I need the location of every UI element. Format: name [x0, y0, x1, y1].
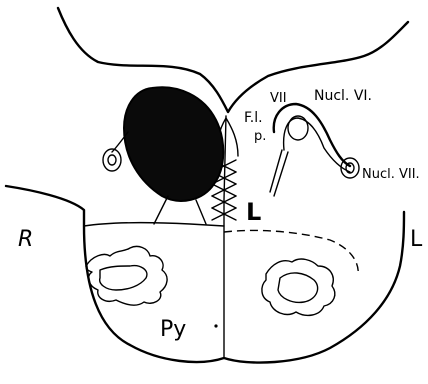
label-r: R	[18, 227, 33, 252]
label-nucl-vi: Nucl. VI.	[314, 88, 372, 104]
label-p: p.	[254, 129, 266, 144]
label-py: Py	[160, 317, 186, 342]
label-fl: F.l.	[244, 110, 263, 126]
midline-raphe	[224, 116, 226, 358]
left-nucleus-vii	[103, 132, 128, 171]
right-nerve-vi-vii	[270, 104, 359, 196]
label-l-center: L	[246, 198, 261, 226]
label-vii: VII	[270, 91, 287, 106]
left-pyramid	[86, 246, 167, 305]
midline-dot	[214, 324, 217, 327]
lesion-area	[124, 87, 223, 201]
label-l-right: L	[410, 227, 423, 252]
label-nucl-vii: Nucl. VII.	[362, 167, 420, 182]
right-pyramid	[262, 259, 335, 315]
right-ventral-border	[224, 230, 358, 276]
